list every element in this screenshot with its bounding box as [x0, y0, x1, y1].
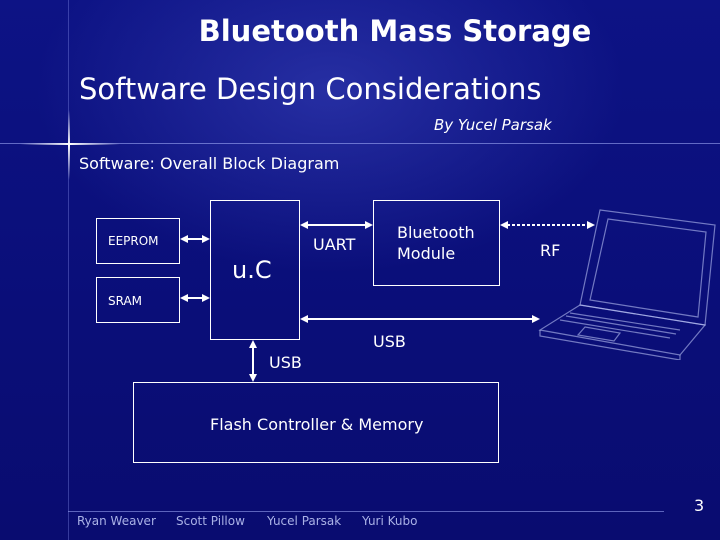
bluetooth-module-box	[373, 200, 500, 286]
sram-box	[96, 277, 180, 323]
rf-label: RF	[540, 241, 561, 260]
flash-box	[133, 382, 499, 463]
decor-flare-h	[20, 143, 120, 145]
bluetooth-label-line2: Module	[397, 244, 456, 263]
usb-down-label: USB	[269, 353, 302, 372]
sram-label: SRAM	[108, 294, 143, 308]
section-heading: Software: Overall Block Diagram	[79, 154, 340, 173]
footer-line	[68, 511, 664, 512]
footer-author-2: Scott Pillow	[176, 514, 245, 528]
eeprom-box	[96, 218, 180, 264]
uart-label: UART	[313, 235, 356, 254]
slide-byline: By Yucel Parsak	[434, 116, 552, 134]
slide-title: Bluetooth Mass Storage	[198, 14, 592, 48]
footer-author-3: Yucel Parsak	[267, 514, 342, 528]
laptop-icon	[538, 209, 716, 360]
eeprom-label: EEPROM	[108, 234, 159, 248]
microcontroller-box	[210, 200, 300, 340]
usb-right-label: USB	[373, 332, 406, 351]
decor-top-line	[0, 143, 720, 144]
footer-author-4: Yuri Kubo	[362, 514, 418, 528]
bluetooth-label-line1: Bluetooth	[397, 223, 475, 242]
microcontroller-label: u.C	[232, 256, 272, 284]
page-number: 3	[694, 496, 705, 515]
decor-vertical-line	[68, 0, 69, 540]
flash-label: Flash Controller & Memory	[210, 415, 424, 434]
footer-author-1: Ryan Weaver	[77, 514, 156, 528]
decor-flare-v	[68, 110, 70, 180]
slide-subtitle: Software Design Considerations	[79, 72, 542, 106]
